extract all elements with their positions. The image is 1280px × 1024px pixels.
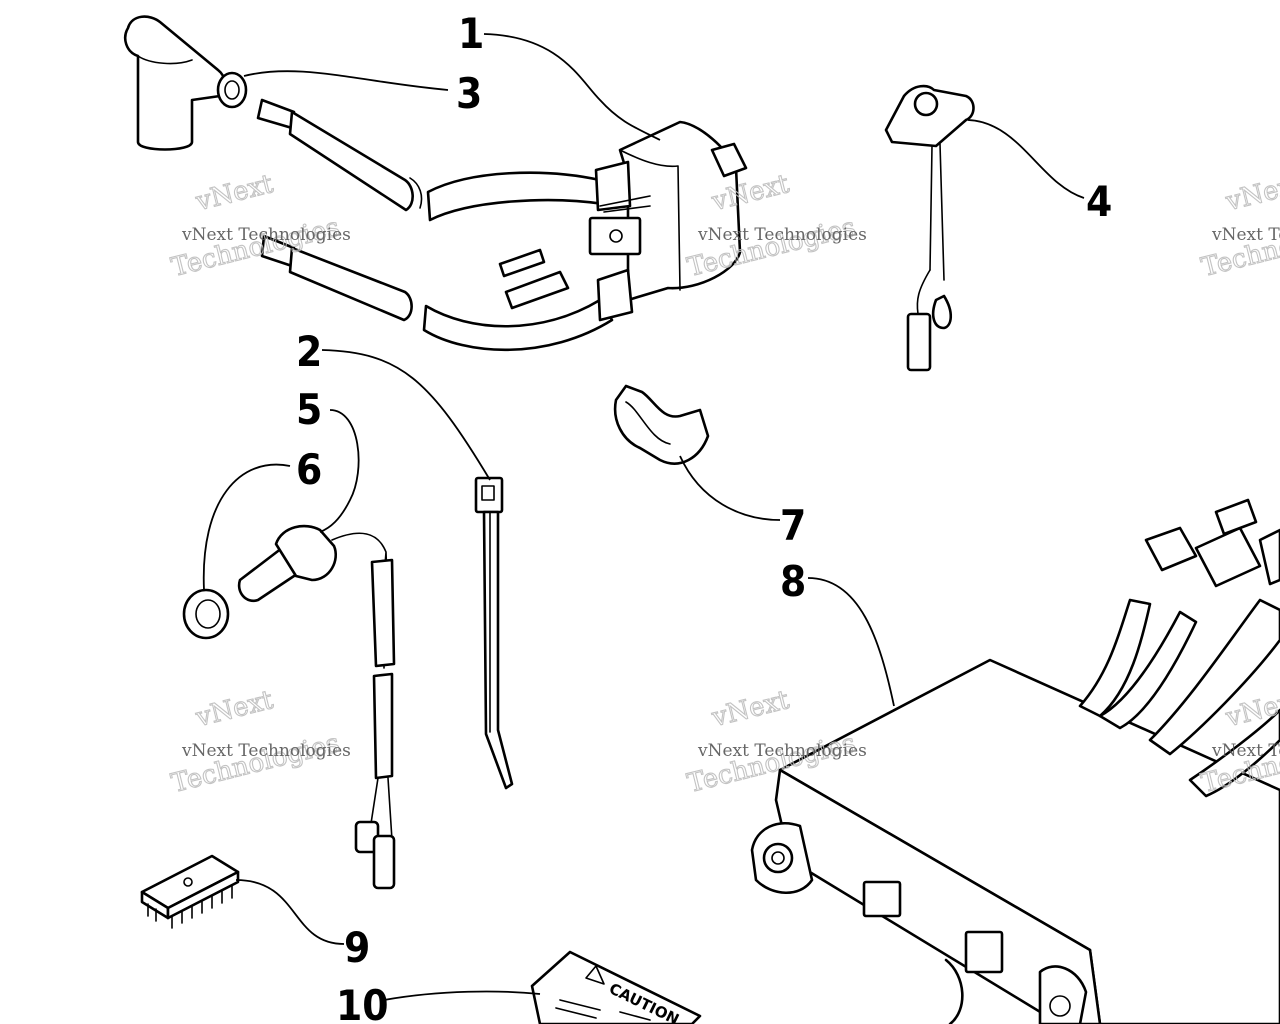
callout-2: 2 [296, 327, 322, 376]
svg-text:vNext Technologies: vNext Technologies [697, 225, 867, 245]
callout-10: 10 [336, 981, 389, 1024]
gasket-washer-6 [182, 588, 230, 640]
temperature-sensor-4 [884, 84, 975, 372]
callout-6: 6 [296, 445, 322, 494]
lower-plug-wire [260, 234, 614, 352]
svg-text:vNext: vNext [192, 169, 276, 217]
svg-text:vNext: vNext [192, 685, 276, 733]
caution-decal-10: CAUTION [530, 950, 702, 1024]
watermark-bottom-left: vNext Technologies vNext Technologies [168, 684, 351, 799]
watermark-top-right: vNext Technologies vNext Technologies [1198, 168, 1280, 283]
svg-text:vNext Technologies: vNext Technologies [697, 741, 867, 761]
svg-text:vNext Technologies: vNext Technologies [181, 741, 351, 761]
callout-7: 7 [780, 501, 806, 550]
leader-lines [202, 33, 1085, 1001]
svg-text:vNext: vNext [1222, 169, 1280, 217]
svg-text:Technologies: Technologies [168, 728, 342, 799]
callout-1: 1 [458, 9, 484, 58]
callout-5: 5 [296, 385, 322, 434]
eprom-chip-9 [140, 854, 240, 929]
svg-text:vNext Technologies: vNext Technologies [1211, 741, 1280, 761]
svg-text:Technologies: Technologies [1198, 212, 1280, 283]
coil-body [498, 120, 748, 322]
svg-text:vNext Technologies: vNext Technologies [181, 225, 351, 245]
callout-4: 4 [1086, 177, 1112, 226]
cable-tie-2 [474, 476, 514, 790]
svg-text:vNext: vNext [708, 685, 792, 733]
callout-8: 8 [780, 557, 806, 606]
wire-clip-7 [613, 384, 710, 465]
spark-plug-cap [124, 15, 248, 151]
ignition-coil-assembly [124, 15, 748, 352]
upper-plug-wire [256, 98, 606, 222]
callout-9: 9 [344, 923, 370, 972]
svg-text:vNext Technologies: vNext Technologies [1211, 225, 1280, 245]
callout-3: 3 [456, 69, 482, 118]
temperature-switch-5 [237, 524, 396, 890]
callout-labels: 1 2 3 4 5 6 7 8 9 10 [296, 9, 1112, 1024]
control-module-8 [750, 498, 1280, 1024]
